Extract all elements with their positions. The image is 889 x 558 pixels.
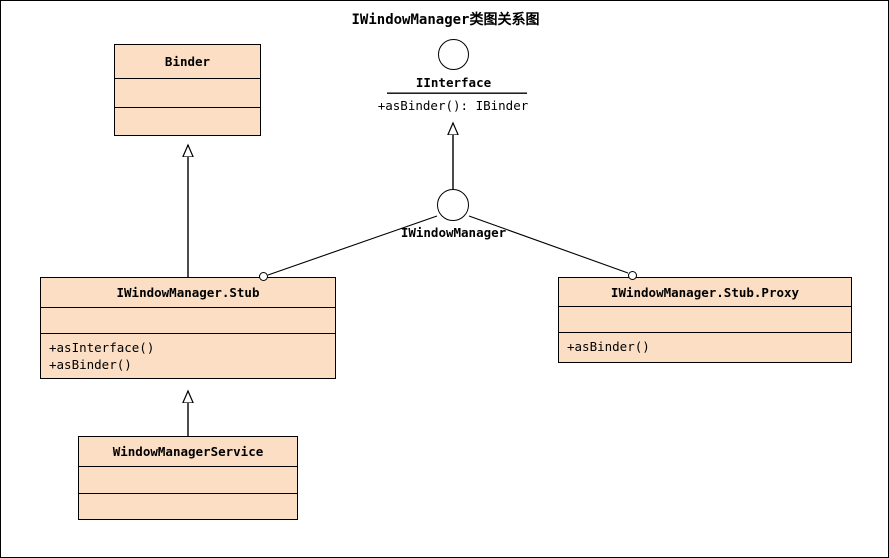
- class-attributes-stub: [41, 308, 335, 334]
- class-name-binder: Binder: [115, 45, 260, 79]
- class-name-proxy: IWindowManager.Stub.Proxy: [559, 278, 851, 307]
- interface-circle-iwindowmanager[interactable]: [437, 189, 469, 221]
- class-operations-binder: [115, 108, 260, 135]
- operation-item: +asBinder(): [49, 357, 132, 372]
- uml-class-stub[interactable]: IWindowManager.Stub +asInterface() +asBi…: [40, 277, 336, 379]
- interface-name-iwindowmanager: IWindowManager: [400, 225, 507, 240]
- class-operations-stub: +asInterface() +asBinder(): [41, 334, 335, 378]
- class-operations-proxy: +asBinder(): [559, 333, 851, 362]
- operation-item: +asInterface(): [49, 340, 155, 355]
- uml-class-windowmanagerservice[interactable]: WindowManagerService: [78, 436, 298, 520]
- interface-circle-iinterface[interactable]: [438, 39, 469, 70]
- class-operations-windowmanagerservice: [79, 494, 297, 519]
- diagram-title: IWindowManager类图关系图: [351, 12, 540, 28]
- operation-item: +asBinder(): [567, 339, 650, 354]
- class-attributes-proxy: [559, 307, 851, 333]
- class-attributes-windowmanagerservice: [79, 467, 297, 494]
- required-interface-socket-stub: [259, 272, 268, 281]
- class-attributes-binder: [115, 79, 260, 108]
- uml-class-binder[interactable]: Binder: [114, 44, 261, 136]
- uml-class-proxy[interactable]: IWindowManager.Stub.Proxy +asBinder(): [558, 277, 852, 363]
- interface-separator-iinterface: [387, 92, 527, 94]
- interface-name-iinterface: IInterface: [415, 75, 492, 90]
- required-interface-socket-proxy: [628, 271, 637, 280]
- class-name-stub: IWindowManager.Stub: [41, 278, 335, 308]
- class-name-windowmanagerservice: WindowManagerService: [79, 437, 297, 467]
- interface-operation-iinterface: +asBinder(): IBinder: [377, 98, 529, 113]
